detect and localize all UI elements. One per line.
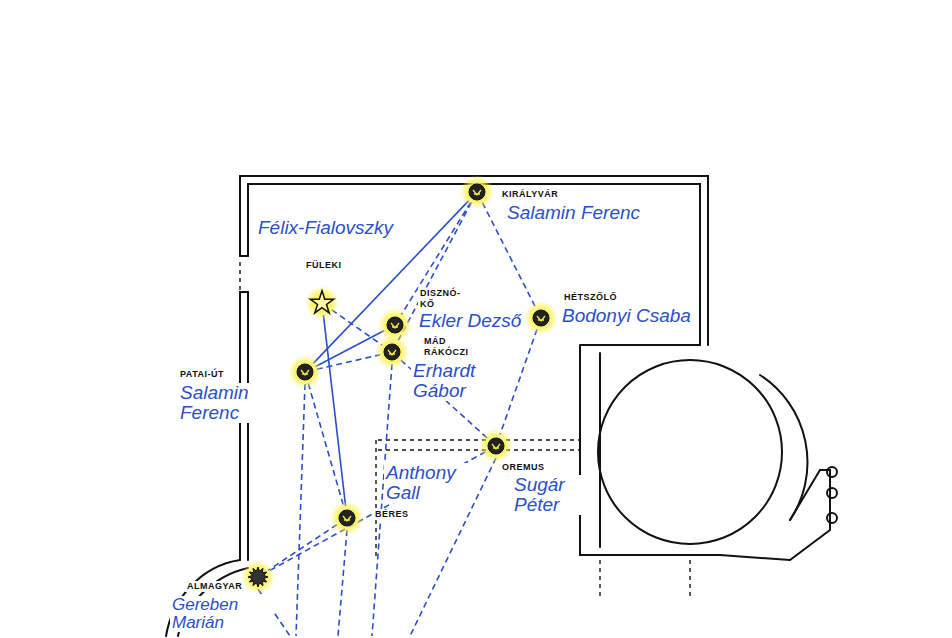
site-name: OREMUS (500, 462, 547, 473)
star-marker (310, 291, 333, 313)
route-connector (268, 525, 337, 571)
open-routes (258, 364, 496, 636)
outer-wall (240, 176, 708, 345)
round-marker (339, 510, 355, 526)
site-name: BÉRES (373, 509, 411, 520)
opening-line (239, 262, 240, 290)
site-marker: PATAI-ÚTSalamin Ferenc (293, 360, 317, 384)
round-marker (469, 184, 485, 200)
marker-mark (391, 323, 399, 328)
marker-glow (479, 429, 513, 463)
tower-wall (598, 360, 782, 544)
architect-name: Sugár Péter (512, 475, 588, 515)
site-marker: MÁD RÁKÓCZIErhardt Gábor (380, 340, 404, 364)
site-marker: HÉTSZŐLŐBodonyi Csaba (529, 306, 553, 330)
round-marker (297, 364, 313, 380)
tower-annex (720, 470, 830, 560)
column (827, 513, 837, 523)
route-connector (323, 315, 345, 506)
tower-base (580, 345, 720, 555)
marker-symbol (484, 434, 508, 458)
route-connector (332, 310, 382, 345)
site-marker: OREMUSSugár Péter (484, 434, 508, 458)
site-name: KIRÁLYVÁR (500, 189, 560, 200)
site-marker: BÉRESAnthony Gall (335, 506, 359, 530)
architect-name: Ekler Dezső (417, 311, 523, 331)
marker-symbol (383, 313, 407, 337)
marker-mark (473, 190, 481, 195)
architect-name: Gereben Marián (170, 596, 274, 632)
marker-glow (241, 560, 275, 594)
route-line (338, 530, 347, 636)
round-marker (384, 344, 400, 360)
route-connector (308, 384, 343, 507)
route-connector (401, 202, 470, 315)
marker-mark (388, 350, 396, 355)
marker-glow (330, 501, 364, 535)
site-name: PATAI-ÚT (178, 369, 226, 380)
site-marker: FÜLEKIFélix-Fialovszky (310, 291, 334, 315)
site-name: DISZNÓ-KŐ (418, 288, 468, 310)
left-wall-inner (247, 184, 249, 560)
column (827, 467, 837, 477)
tower-outer-arc (760, 375, 807, 520)
route-connector (500, 329, 537, 434)
route-connector (317, 355, 381, 370)
architect-name: Salamin Ferenc (178, 383, 282, 423)
marker-symbol (246, 565, 270, 589)
route-connector (269, 452, 486, 571)
marker-glow (375, 335, 409, 369)
marker-glow (305, 286, 339, 320)
site-name: HÉTSZŐLŐ (562, 292, 619, 303)
marker-symbol (529, 306, 553, 330)
marker-glow (524, 301, 558, 335)
passage-line (375, 440, 376, 560)
architect-name: Salamin Ferenc (505, 203, 642, 223)
marker-symbol (310, 291, 334, 315)
architect-name: Anthony Gall (384, 463, 470, 503)
site-marker: KIRÁLYVÁRSalamin Ferenc (465, 180, 489, 204)
site-marker: DISZNÓ-KŐEkler Dezső (383, 313, 407, 337)
spiky-marker (248, 567, 268, 587)
round-marker (387, 317, 403, 333)
marker-mark (537, 316, 545, 321)
architect-name: Erhardt Gábor (411, 361, 495, 401)
site-name: ALMAGYAR (185, 581, 244, 592)
left-wall (239, 176, 241, 560)
marker-mark (301, 370, 309, 375)
marker-mark (343, 516, 351, 521)
site-name: FÜLEKI (304, 260, 344, 271)
route-line (296, 384, 305, 636)
walls (166, 176, 837, 636)
site-marker: ALMAGYARGereben Marián (246, 565, 270, 589)
passage-line (378, 440, 580, 450)
marker-symbol (293, 360, 317, 384)
marker-symbol (465, 180, 489, 204)
architect-name: Félix-Fialovszky (256, 218, 395, 238)
round-marker (488, 438, 504, 454)
marker-glow (288, 355, 322, 389)
door-jamb (240, 256, 248, 292)
architect-name: Bodonyi Csaba (560, 306, 693, 326)
marker-symbol (380, 340, 404, 364)
passage-line (600, 560, 690, 600)
site-name: MÁD RÁKÓCZI (422, 336, 476, 358)
column (827, 488, 837, 498)
round-marker (533, 310, 549, 326)
marker-symbol (335, 506, 359, 530)
marker-glow (460, 175, 494, 209)
marker-mark (492, 444, 500, 449)
